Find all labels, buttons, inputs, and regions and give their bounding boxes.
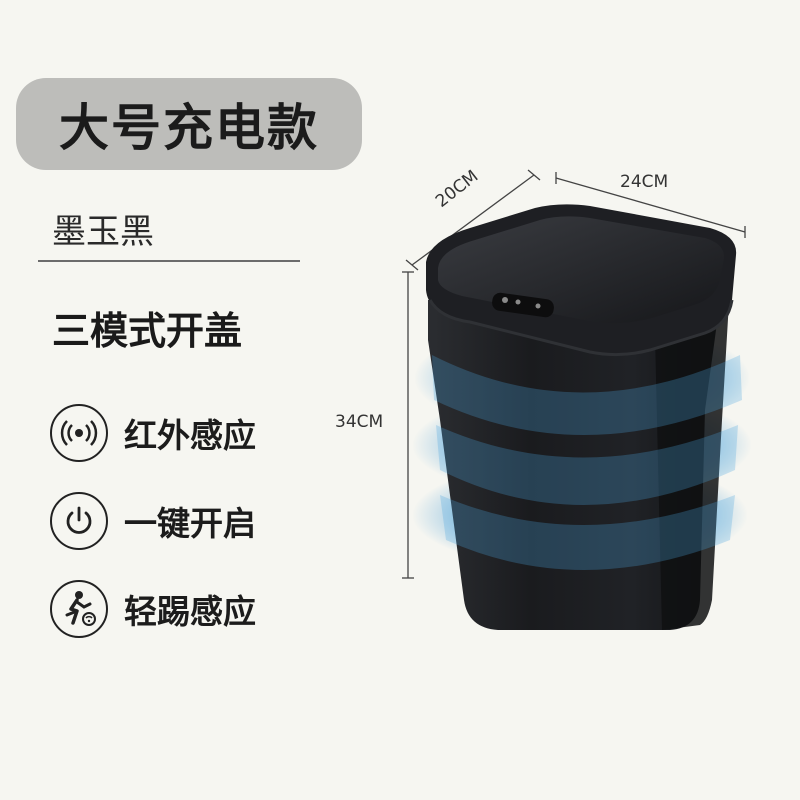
feature-one-touch: 一键开启 (50, 490, 256, 552)
feature-label: 轻踢感应 (124, 592, 256, 631)
power-button-icon (50, 492, 108, 550)
kick-sensor-icon (50, 580, 108, 638)
infrared-sensor-icon (50, 404, 108, 462)
feature-label: 红外感应 (124, 416, 256, 455)
dimension-lines (402, 169, 746, 579)
product-variant-badge: 大号充电款 (16, 78, 362, 170)
divider (38, 260, 300, 262)
trash-bin-body (428, 300, 720, 630)
feature-kick: 轻踢感应 (50, 578, 256, 640)
modes-title: 三模式开盖 (52, 309, 243, 353)
color-name: 墨玉黑 (52, 212, 154, 252)
width-dimension-label: 24CM (620, 172, 669, 192)
height-dimension-label: 34CM (335, 412, 384, 432)
feature-infrared: 红外感应 (50, 402, 256, 464)
feature-label: 一键开启 (124, 504, 256, 543)
